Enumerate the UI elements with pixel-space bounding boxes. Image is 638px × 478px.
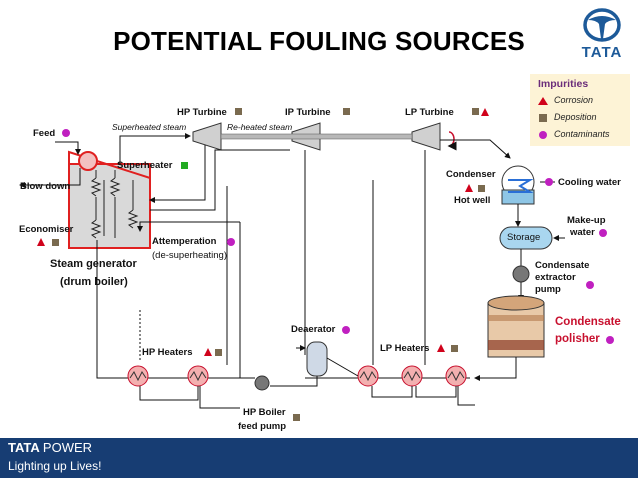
superheater-marker	[181, 162, 188, 169]
reheater-coil	[127, 209, 139, 229]
deposition-marker	[215, 349, 222, 356]
hp-boiler-feed-pump-label-1: HP Boiler	[243, 407, 286, 418]
superheater-label: Superheater	[117, 160, 173, 171]
deposition-marker	[478, 185, 485, 192]
deposition-marker	[472, 108, 479, 115]
condensate-extractor-label-3: pump	[535, 284, 561, 295]
corrosion-marker	[37, 238, 45, 246]
logo-word: TATA	[581, 44, 623, 61]
deposition-marker	[235, 108, 242, 115]
impurities-legend: Impurities Corrosion Deposition Contamin…	[530, 74, 630, 146]
deposition-marker	[293, 414, 300, 421]
contaminant-marker	[545, 178, 553, 186]
corrosion-marker	[437, 344, 445, 352]
drum-boiler-label: (drum boiler)	[60, 276, 128, 288]
contaminant-marker	[342, 326, 350, 334]
superheated-steam-label: Superheated steam	[112, 122, 187, 132]
legend-corrosion: Corrosion	[554, 95, 594, 105]
superheater-coil	[90, 177, 102, 197]
cooling-coil	[508, 179, 534, 193]
condensate-extractor-label-1: Condensate	[535, 260, 590, 271]
storage-tank	[499, 226, 553, 250]
footer-brand: TATA POWER	[8, 440, 92, 455]
lp-turbine	[411, 122, 441, 151]
condensate-polisher-label-1: Condensate	[555, 316, 621, 328]
legend-heading: Impurities	[538, 78, 589, 90]
deposition-marker	[451, 345, 458, 352]
makeup-water-label-2: water	[570, 227, 595, 238]
attemperation-label: Attemperation	[152, 236, 217, 247]
corrosion-legend-icon	[538, 97, 548, 105]
tata-logo: TATA	[572, 6, 632, 64]
footer-brand-light: POWER	[42, 440, 93, 455]
hp-heater-1	[127, 365, 149, 387]
deposition-marker	[52, 239, 59, 246]
lp-turbine-label: LP Turbine	[405, 107, 454, 118]
page-title: POTENTIAL FOULING SOURCES	[113, 26, 525, 56]
deaerator-label: Deaerator	[291, 324, 336, 335]
makeup-water-label-1: Make-up	[567, 215, 606, 226]
deposition-legend-icon	[539, 114, 547, 122]
boiler-outline-top	[68, 150, 151, 180]
condensate-polisher-label-2: polisher	[555, 333, 600, 345]
legend-contaminants: Contaminants	[554, 129, 610, 139]
contaminants-legend-icon	[539, 131, 547, 139]
cooling-water-label: Cooling water	[558, 177, 621, 188]
corrosion-marker	[204, 348, 212, 356]
turbine-shaft	[220, 133, 413, 140]
superheater-coil-2	[109, 177, 121, 197]
corrosion-marker	[481, 108, 489, 116]
hot-well-label: Hot well	[454, 195, 491, 206]
hp-turbine-label: HP Turbine	[177, 107, 227, 118]
contaminant-marker	[227, 238, 235, 246]
condensate-extractor-label-2: extractor	[535, 272, 576, 283]
contaminant-marker	[599, 229, 607, 237]
legend-deposition: Deposition	[554, 112, 597, 122]
hp-turbine	[192, 122, 222, 151]
footer-brand-bold: TATA	[8, 440, 40, 455]
corrosion-marker	[465, 184, 473, 192]
footer-bar: TATA POWER Lighting up Lives!	[0, 438, 638, 478]
condensate-extractor-pump	[512, 265, 530, 283]
plant-flow-diagram	[19, 108, 614, 421]
contaminant-marker	[62, 129, 70, 137]
rotation-arrow	[447, 131, 457, 151]
tata-emblem-icon	[583, 8, 621, 42]
blow-down-label: Blow down	[20, 181, 71, 192]
storage-label: Storage	[507, 232, 541, 243]
reheated-steam-label: Re-heated steam	[227, 122, 293, 132]
hp-heaters-label: HP Heaters	[142, 347, 193, 358]
boiler-drum	[78, 151, 98, 171]
deaerator-tank	[306, 341, 328, 377]
hp-boiler-feed-pump-label-2: feed pump	[238, 421, 287, 432]
economiser-coil	[90, 219, 102, 239]
hp-boiler-feed-pump	[254, 375, 270, 391]
economiser-label: Economiser	[19, 224, 74, 235]
steam-generator-label: Steam generator	[50, 258, 137, 270]
ip-turbine-label: IP Turbine	[285, 107, 331, 118]
de-superheating-label: (de-superheating)	[152, 250, 227, 261]
deposition-marker	[343, 108, 350, 115]
contaminant-marker	[606, 336, 614, 344]
steam-generator-box	[68, 163, 151, 249]
contaminant-marker	[586, 281, 594, 289]
footer-tagline: Lighting up Lives!	[8, 459, 102, 473]
condenser-label: Condenser	[446, 169, 496, 180]
feed-label: Feed	[33, 128, 56, 139]
lp-heaters-label: LP Heaters	[380, 343, 430, 354]
